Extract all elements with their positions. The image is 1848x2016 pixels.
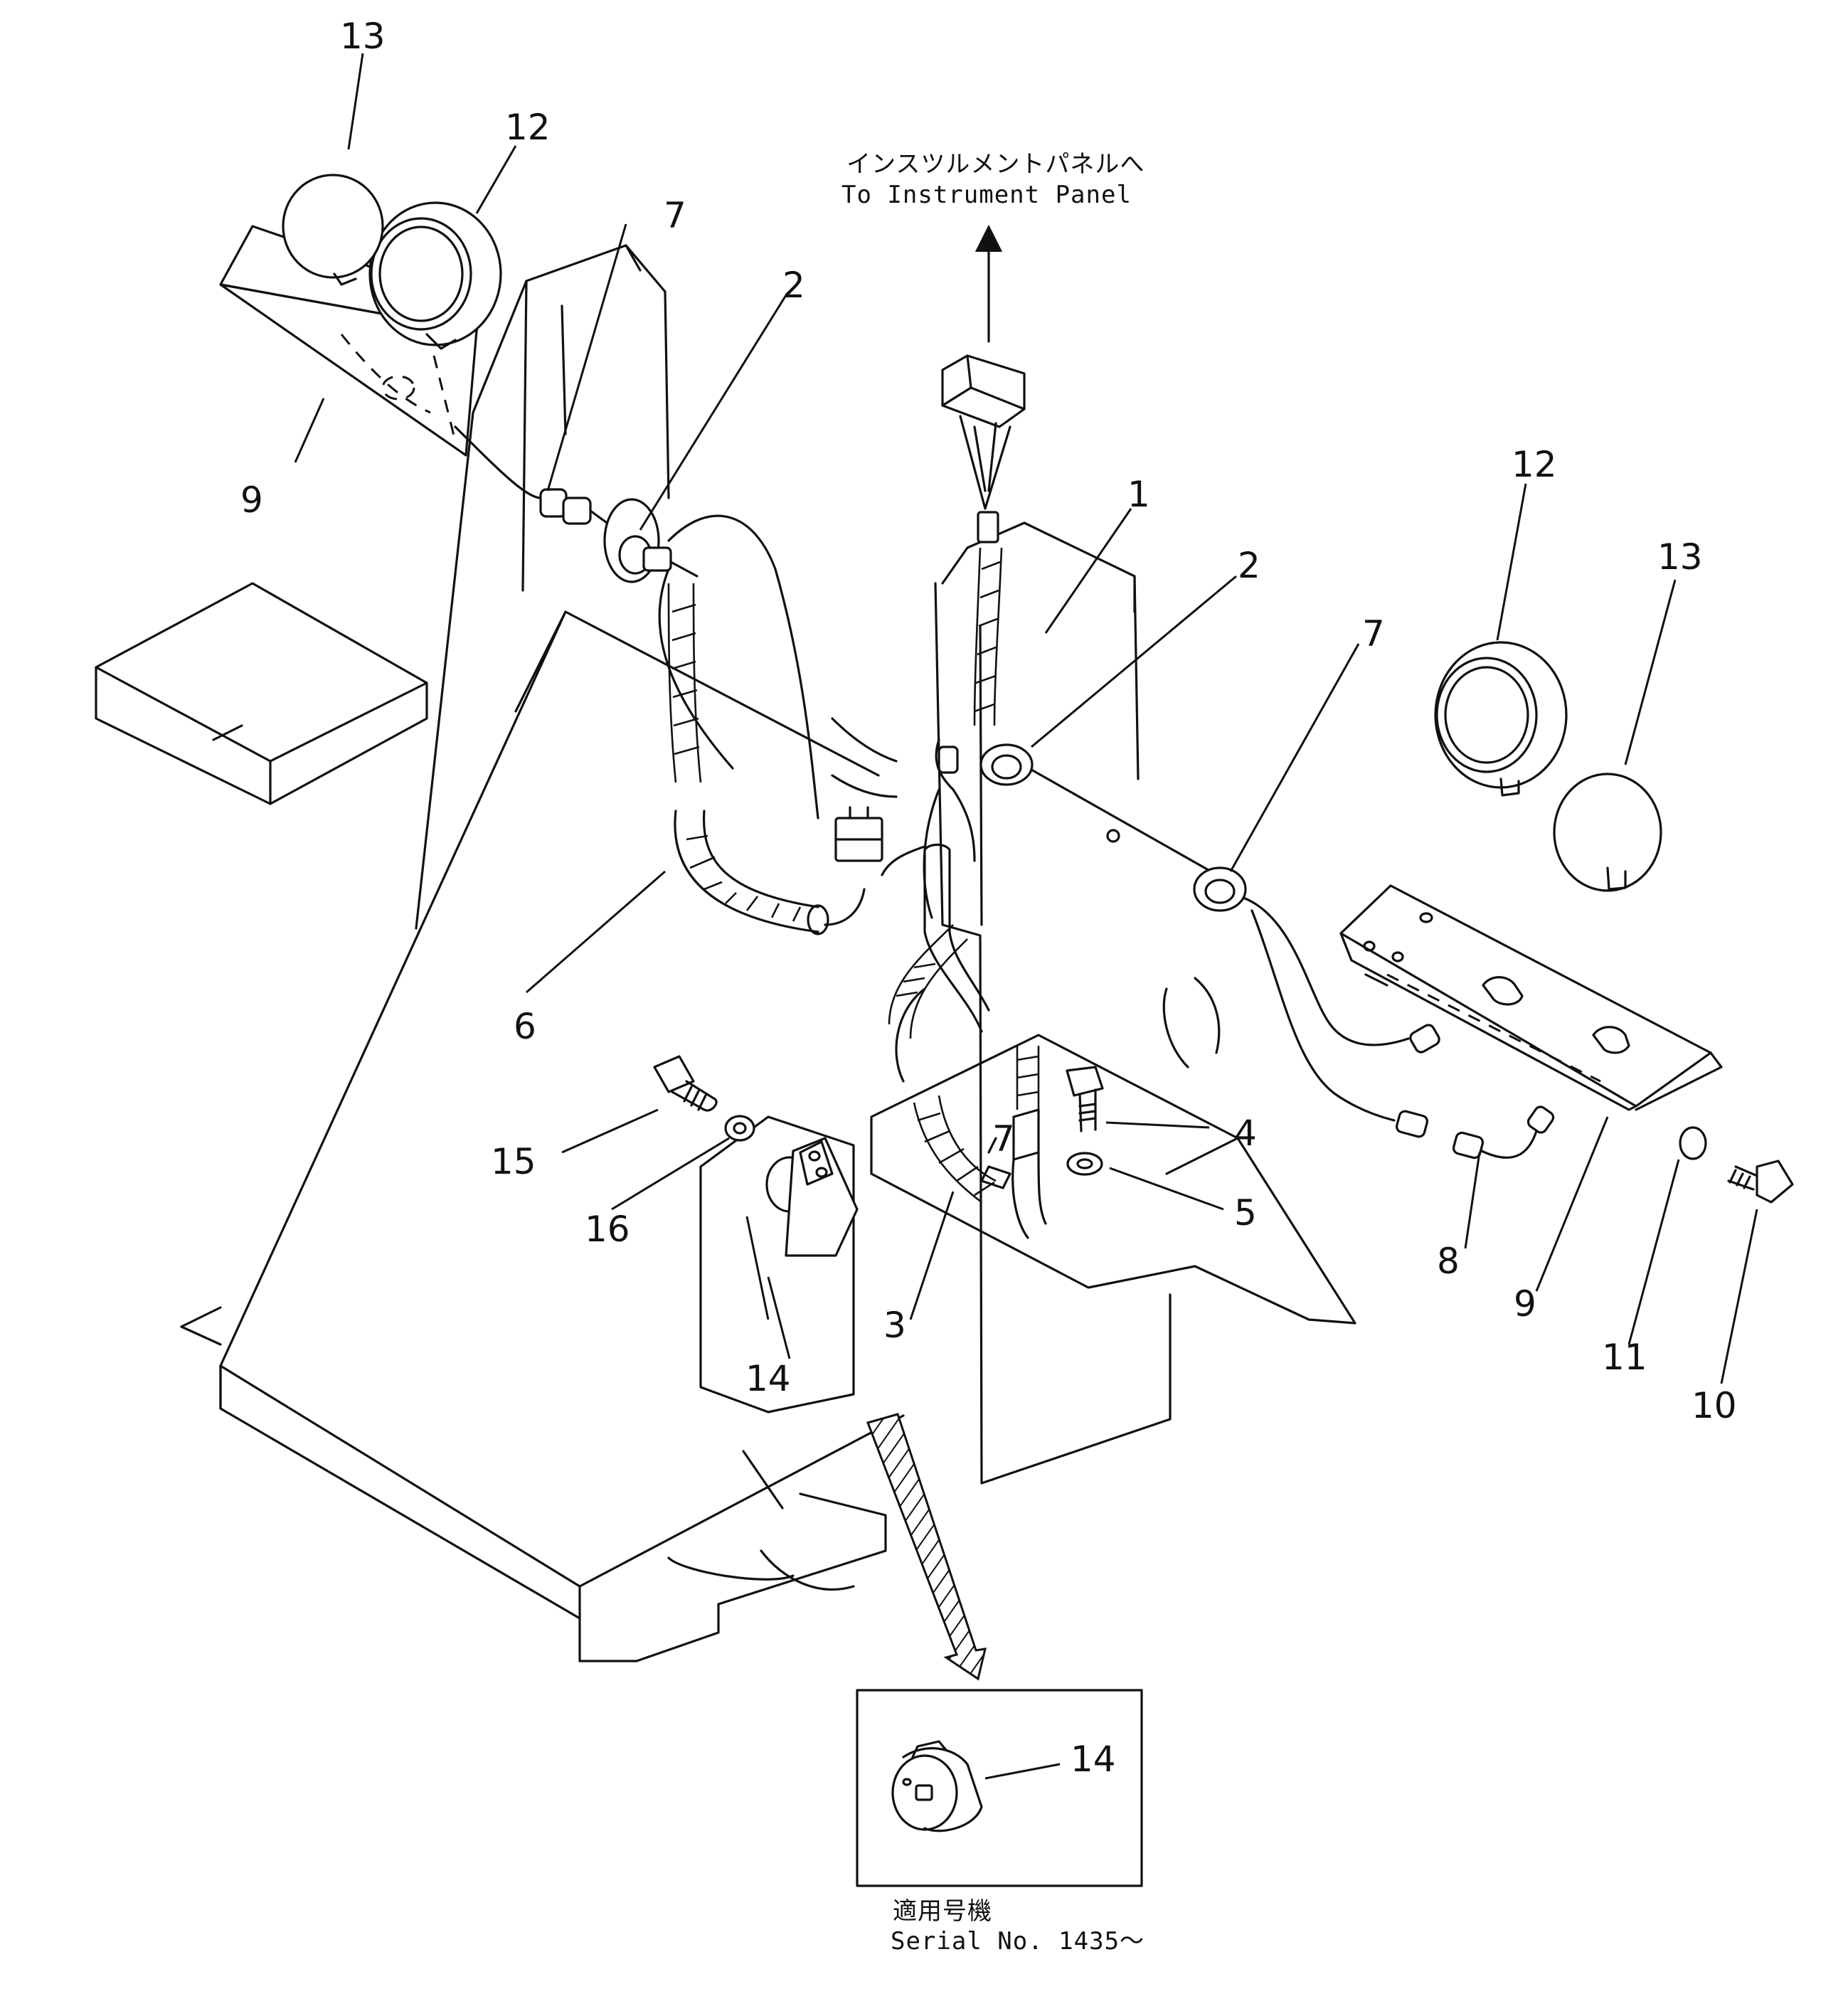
washer-16 <box>724 1115 755 1142</box>
detail-box <box>856 1689 1143 1887</box>
callout-numbers: 13 12 9 7 2 1 2 7 12 13 6 15 16 14 3 4 5… <box>240 16 1737 1780</box>
callout-10: 10 <box>1692 1385 1737 1426</box>
rear-lamp-right <box>1553 773 1662 892</box>
harness-left <box>454 425 866 935</box>
callout-15: 15 <box>491 1141 536 1182</box>
rear-lamp-left <box>282 174 384 286</box>
note-serial-en: Serial No. 1435～ <box>891 1927 1145 1956</box>
callout-12-right: 12 <box>1512 444 1557 485</box>
work-lamp-left <box>368 201 502 350</box>
callout-2-right: 2 <box>1238 545 1260 586</box>
detail-arrow <box>866 1413 987 1681</box>
washer-11 <box>1679 1126 1707 1160</box>
callout-12-left: 12 <box>505 107 551 148</box>
notes: インスツルメントパネルへ To Instrument Panel 適用号機 Se… <box>841 150 1145 1956</box>
bolt-15 <box>653 1055 718 1112</box>
callout-3: 3 <box>883 1305 906 1346</box>
callout-8: 8 <box>1437 1241 1460 1282</box>
callout-13-right: 13 <box>1657 536 1703 578</box>
callout-14-detail: 14 <box>1071 1739 1116 1780</box>
horn <box>765 1137 859 1257</box>
note-serial-jp: 適用号機 <box>893 1897 992 1926</box>
callout-13-left: 13 <box>340 16 386 57</box>
callout-11: 11 <box>1602 1337 1647 1378</box>
callout-4: 4 <box>1234 1113 1257 1154</box>
callout-1: 1 <box>1127 474 1150 515</box>
callout-7-left: 7 <box>664 195 686 236</box>
bolt-4 <box>1066 1066 1104 1132</box>
note-instrument-panel-en: To Instrument Panel <box>841 181 1132 209</box>
work-lamp-right <box>1434 641 1568 797</box>
bolt-10 <box>1727 1160 1794 1204</box>
leader-lines <box>294 53 1758 1384</box>
lamp-bracket-right <box>1339 884 1723 1111</box>
svg-text:7: 7 <box>992 1118 1015 1160</box>
callout-9-left: 9 <box>240 479 263 521</box>
callout-2-left: 2 <box>782 265 805 306</box>
callout-16: 16 <box>585 1209 630 1250</box>
callout-6: 6 <box>514 1006 536 1047</box>
callout-9-right: 9 <box>1514 1283 1536 1325</box>
center-harness: 7 <box>834 224 1555 1239</box>
callout-14: 14 <box>745 1358 791 1399</box>
frame-structure <box>95 244 1356 1662</box>
callout-5: 5 <box>1234 1192 1257 1234</box>
callout-7-right: 7 <box>1362 613 1385 654</box>
washer-5 <box>1066 1152 1103 1176</box>
note-instrument-panel-jp: インスツルメントパネルへ <box>846 150 1145 179</box>
